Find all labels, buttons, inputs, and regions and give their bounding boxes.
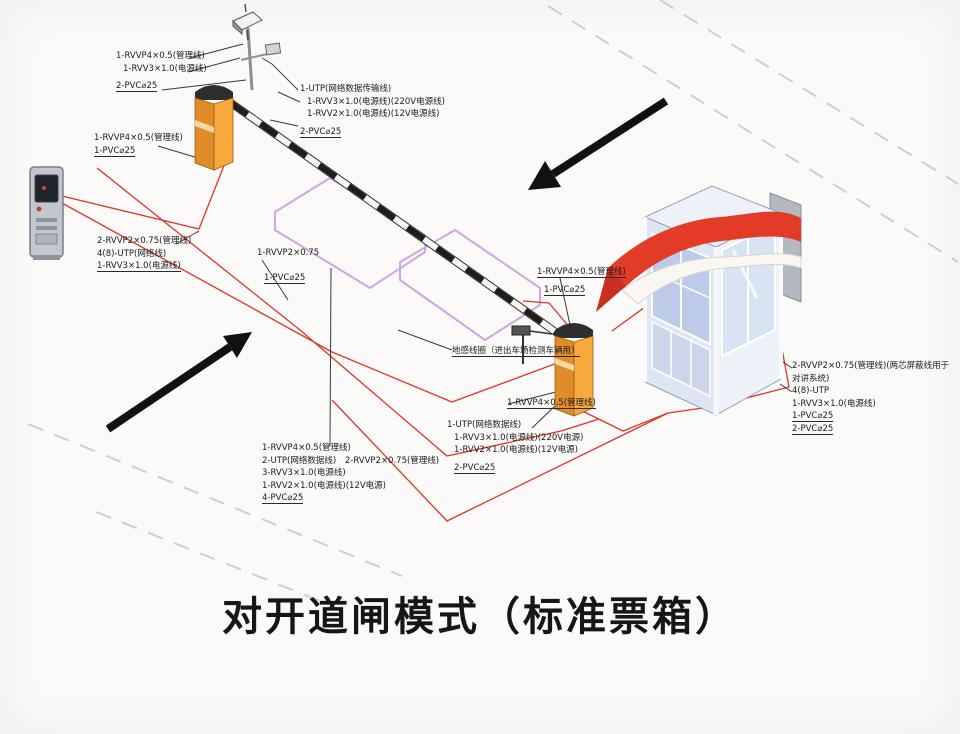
cable-label: 1-RVV3×1.0(电源线) (792, 398, 876, 409)
cable-label: 1-RVV3×1.0(电源线) (97, 261, 181, 272)
ticket-machine (29, 166, 64, 260)
cable-label: 2-RVVP2×0.75(管理线) (97, 236, 192, 246)
cable-label: 1-RVVP4×0.5(管理线) (262, 443, 351, 453)
cable-label: 1-RVV2×1.0(电源线)(12V电源) (454, 445, 578, 455)
cable-label: 1-RVVP4×0.5(管理线) (94, 133, 183, 143)
barrier-arm (228, 99, 560, 337)
traffic-arrow-exit (105, 332, 252, 433)
diagram-title: 对开道闸模式（标准票箱） (222, 594, 738, 640)
vehicle-detector (511, 325, 553, 364)
label-group-exit-lane: 1-UTP(网络数据线) 1-RVV3×1.0(电源线)(220V电源) 1-R… (447, 419, 583, 474)
cable-label: 1-UTP(网络数据线) (447, 420, 522, 430)
cable-label: 4-PVC⌀25 (262, 493, 304, 504)
label-group-exit-gate-top: 1-RVVP4×0.5(管理线) 1-PVC⌀25 (537, 266, 626, 296)
cable-label: 2-PVC⌀25 (300, 126, 342, 138)
cable-label: 1-PVC⌀25 (544, 284, 586, 296)
label-group-bottom-trunk: 1-RVVP4×0.5(管理线) 2-UTP(网络数据线) 2-RVVP2×0.… (262, 442, 439, 505)
cable-label: 1-UTP(网络数据传输线) (300, 84, 392, 94)
cable-label: 2-PVC⌀25 (116, 81, 158, 92)
cable-label: 1-RVV2×1.0(电源线)(12V电源线) (307, 109, 440, 119)
cable-label: 4(8)-UTP(网络线) (97, 248, 167, 259)
cable-label: 2-UTP(网络数据线) 2-RVVP2×0.75(管理线) (262, 455, 440, 466)
road-markings (27, 0, 959, 609)
label-group-entry-lane: 1-UTP(网络数据传输线) 1-RVV3×1.0(电源线)(220V电源线) … (300, 83, 445, 138)
cable-label: 1-RVVP4×0.5(管理线) (537, 267, 626, 278)
barrier-gate-exit (554, 323, 594, 417)
cable-label: 1-PVC⌀25 (94, 145, 136, 157)
cable-label: 1-RVV2×1.0(电源线)(12V电源) (262, 480, 386, 491)
ground-loop (274, 177, 541, 341)
camera-icon (232, 3, 263, 41)
cable-label: 2-RVVP2×0.75(管理线)(两芯屏蔽线用于对讲系统) (792, 361, 950, 384)
leader-lines (157, 43, 793, 447)
cable-label: 2-PVC⌀25 (792, 423, 834, 435)
cable-label: 2-PVC⌀25 (454, 462, 496, 474)
red-ribbon (596, 211, 802, 312)
cable-label: 1-RVV3×1.0(电源线)(220V电源线) (307, 96, 445, 107)
cable-label: 1-RVV3×1.0(电源线) (123, 63, 207, 74)
cable-label: 1-RVVP4×0.5(管理线) (116, 51, 205, 61)
cable-label: 1-PVC⌀25 (792, 411, 834, 422)
cable-label: 1-RVVP2×0.75 (257, 248, 320, 258)
cable-label: 1-PVC⌀25 (264, 272, 306, 284)
label-group-center: 1-RVVP2×0.75 1-PVC⌀25 (257, 247, 319, 284)
cable-lines (61, 162, 790, 522)
label-group-camera: 1-RVVP4×0.5(管理线) 1-RVV3×1.0(电源线) 2-PVC⌀2… (116, 50, 207, 93)
label-group-left-trunk: 2-RVVP2×0.75(管理线) 4(8)-UTP(网络线) 1-RVV3×1… (97, 235, 191, 273)
cable-label: 1-RVVP4×0.5(管理线) (507, 398, 596, 409)
label-group-exit-gate-bottom: 1-RVVP4×0.5(管理线) (507, 397, 596, 410)
camera-pole (232, 3, 282, 91)
cable-label: 3-RVV3×1.0(电源线) (262, 468, 346, 478)
traffic-arrow-entry (528, 97, 669, 190)
label-ground-loop: 地感线圈（进出车场检测车辆用） (452, 345, 580, 358)
cable-label: 1-RVV3×1.0(电源线)(220V电源) (454, 432, 584, 443)
label-group-ticket-machine: 1-RVVP4×0.5(管理线) 1-PVC⌀25 (94, 132, 183, 157)
cable-label: 地感线圈（进出车场检测车辆用） (452, 346, 580, 357)
label-group-booth: 2-RVVP2×0.75(管理线)(两芯屏蔽线用于对讲系统) 4(8)-UTP … (792, 360, 954, 435)
cable-label: 4(8)-UTP (792, 386, 830, 396)
barrier-gate-entry (194, 85, 234, 171)
